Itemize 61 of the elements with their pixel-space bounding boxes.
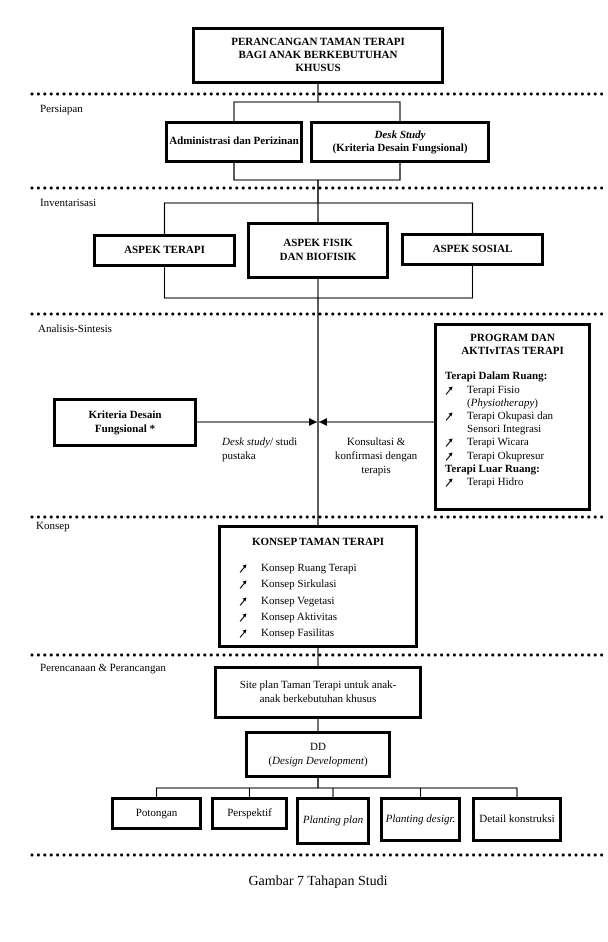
process-box	[93, 234, 236, 267]
process-box	[192, 27, 444, 84]
connector-line	[317, 84, 401, 121]
process-box	[211, 797, 288, 830]
list-item: Konsep Ruang Terapi	[261, 562, 357, 576]
process-box	[245, 731, 391, 778]
connector-line	[317, 266, 474, 525]
phase-label: Analisis-Sintesis	[38, 323, 112, 335]
box-text: ASPEK FISIK DAN BIOFISIK	[278, 237, 358, 264]
box-heading: PROGRAM DAN AKTIvITAS TERAPI	[460, 332, 565, 358]
process-box	[401, 233, 544, 266]
process-box	[165, 121, 303, 163]
phase-label: Konsep	[36, 520, 70, 532]
box-text: Perspektif	[227, 806, 272, 820]
figure-caption: Gambar 7 Tahapan Studi	[247, 874, 389, 890]
phase-label: Inventarisasi	[40, 197, 96, 209]
edge-label: Konsultasi & konfirmasi dengan terapis	[334, 436, 418, 478]
phase-label: Perencanaan & Perancangan	[40, 662, 166, 674]
list-item: Terapi Hidro	[467, 476, 524, 490]
list-item: Konsep Vegetasi	[261, 594, 334, 608]
process-box	[310, 121, 490, 163]
box-text: Site plan Taman Terapi untuk anak-anak berkebutuhan khusus	[239, 679, 397, 706]
connector-line	[317, 778, 518, 797]
box-text: PERANCANGAN TAMAN TERAPI BAGI ANAK BERKEBUTUHAN KHUSUS	[230, 36, 406, 76]
box-text: ASPEK TERAPI	[124, 244, 205, 258]
box-text: DD	[310, 741, 326, 754]
connector-line	[317, 648, 319, 666]
list-item: Terapi Fisio (Physiotherapy)	[467, 384, 539, 410]
box-text: Planting desigr.	[386, 812, 456, 826]
phase-label: Persiapan	[40, 103, 83, 115]
process-box	[434, 323, 591, 511]
list-subheading: Terapi Dalam Ruang:	[445, 370, 548, 384]
box-text: Detail konstruksi	[479, 812, 555, 826]
list-item: Konsep Aktivitas	[261, 610, 338, 624]
box-text: (Design Development)	[268, 754, 368, 768]
process-box	[214, 666, 422, 719]
process-box	[472, 797, 562, 842]
process-box	[111, 797, 202, 830]
arrow	[319, 418, 434, 426]
box-text: ASPEK SOSIAL	[432, 242, 512, 256]
process-box	[53, 398, 197, 447]
box-text: (Kriteria Desain Fungsional)	[332, 142, 468, 156]
list-item: Konsep Fasilitas	[261, 626, 334, 640]
box-text: Administrasi dan Perizinan	[169, 135, 299, 149]
box-heading: KONSEP TAMAN TERAPI	[252, 536, 384, 550]
arrow	[197, 418, 317, 426]
process-box	[296, 797, 370, 845]
list-subheading: Terapi Luar Ruang:	[445, 462, 541, 476]
process-box	[380, 797, 461, 842]
box-text: Potongan	[136, 806, 178, 820]
connector-line	[317, 719, 319, 731]
box-text: Kriteria Desain Fungsional *	[87, 409, 162, 436]
box-text: Desk Study	[374, 128, 426, 142]
list-item: Konsep Sirkulasi	[261, 578, 336, 592]
list-item: Terapi Wicara	[467, 436, 529, 450]
process-box	[247, 222, 389, 279]
list-item: Terapi Okupresur	[467, 450, 544, 463]
process-box	[218, 525, 418, 648]
list-item: Terapi Okupasi dan Sensori Integrasi	[467, 410, 554, 436]
connector-line	[317, 163, 474, 233]
box-text: Planting plan	[302, 814, 364, 828]
